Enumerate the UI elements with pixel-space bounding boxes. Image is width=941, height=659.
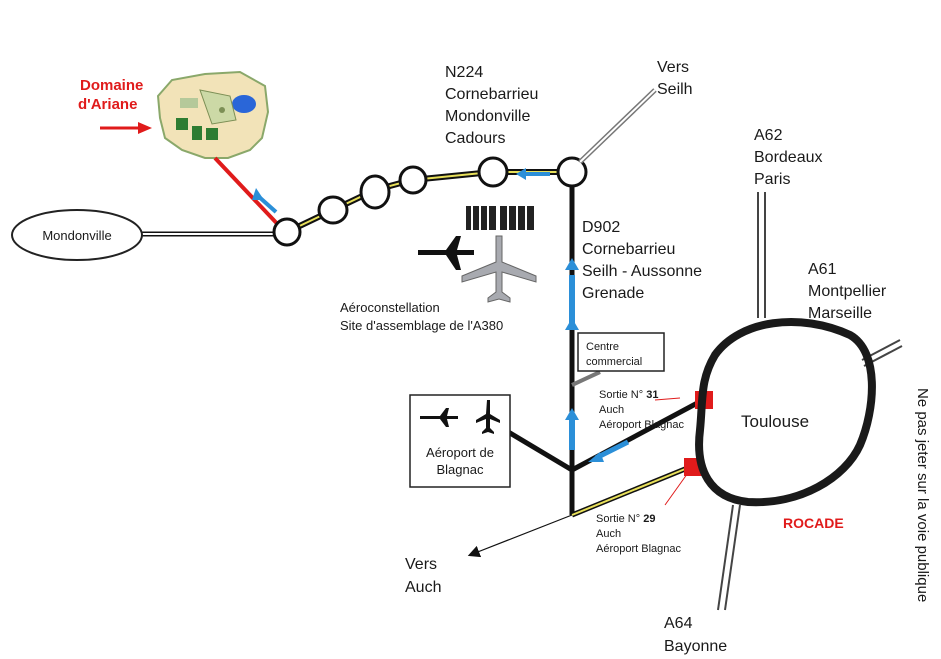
seilh-label: Vers Seilh [657,59,693,98]
domaine-plan [156,70,270,159]
a64-motorway [717,504,741,611]
n224-label: N224 Cornebarrieu Mondonville Cadours [445,64,538,147]
exit29-line2: Auch [596,528,621,540]
exit31-label: Sortie N° 31 Auch Aéroport Blagnac [599,389,684,431]
roundabout-4 [398,165,428,195]
a64-label: A64 Bayonne [664,615,727,655]
roundabout-5 [477,156,509,188]
route-arrow-3 [565,258,579,330]
exit31-line1: Sortie N° 31 [599,389,658,401]
exit29-line1: Sortie N° 29 [596,513,655,525]
exit31-pointer [654,397,681,401]
n224-line4: Cadours [445,130,505,147]
airport-road [503,427,574,473]
route-arrow-1 [252,188,278,214]
a62-label: A62 Bordeaux Paris [754,127,823,188]
destination-name-line1: Domaine [80,77,143,94]
exit29-prefix: Sortie N° [596,513,643,525]
exit29-line3: Aéroport Blagnac [596,543,681,555]
aeroconstellation-line1: Aéroconstellation [340,300,440,315]
mondonville-oval [11,209,143,261]
mondonville-label: Mondonville [42,228,111,243]
rocade-ring [695,317,876,507]
roundabout-2 [317,195,349,225]
exit31-line3: Aéroport Blagnac [599,419,684,431]
n224-line1: N224 [445,64,483,81]
exit29-label: Sortie N° 29 Auch Aéroport Blagnac [596,513,681,555]
centre-road [571,370,601,387]
seilh-line2: Seilh [657,81,693,98]
destination-name-line2: d'Ariane [78,96,137,113]
roundabout-1 [272,217,302,247]
a380-airplane-icon [461,235,537,303]
a61-line1: A61 [808,261,837,278]
exit31-prefix: Sortie N° [599,389,646,401]
a62-line2: Bordeaux [754,149,823,166]
exit29-number: 29 [643,513,655,525]
n224-line2: Cornebarrieu [445,86,538,103]
airplane-icon [420,408,458,427]
a62-line3: Paris [754,171,790,188]
centre-line2: commercial [586,356,642,368]
auch-label: Vers Auch [405,556,441,596]
airport-box [409,394,511,488]
d902-label: D902 Cornebarrieu Seilh - Aussonne Grena… [582,219,702,302]
d902-line2: Cornebarrieu [582,241,675,258]
route-arrow-4 [565,408,579,450]
centre-commercial-box [577,332,665,372]
seilh-line1: Vers [657,59,689,76]
destination-arrow [100,122,152,134]
a62-line1: A62 [754,127,783,144]
roundabout-3 [359,174,391,210]
a61-line2: Montpellier [808,283,887,300]
airport-line1: Aéroport de [426,445,494,460]
a64-line2: Bayonne [664,638,727,655]
a61-label: A61 Montpellier Marseille [808,261,887,322]
a64-line1: A64 [664,615,693,632]
auch-line2: Auch [405,579,441,596]
a380-hangar-icon [466,206,534,230]
exit31-number: 31 [646,389,658,401]
route-arrow-2 [516,168,550,180]
airplane-icon [418,236,474,270]
footer-note: Ne pas jeter sur la voie publique [914,388,931,602]
exit29-road [571,464,691,518]
auch-arrow [467,514,573,558]
auch-line1: Vers [405,556,437,573]
n224-line3: Mondonville [445,108,530,125]
d902-line1: D902 [582,219,620,236]
exit31-line2: Auch [599,404,624,416]
toulouse-label: Toulouse [741,412,809,431]
domaine-access-road [213,156,287,234]
exit29-pointer [664,469,691,506]
aeroconstellation-line2: Site d'assemblage de l'A380 [340,318,503,333]
d902-line3: Seilh - Aussonne [582,263,702,280]
d902-line4: Grenade [582,285,644,302]
route-arrow-5 [588,439,630,462]
a61-line3: Marseille [808,305,872,322]
airport-line2: Blagnac [437,462,484,477]
centre-line1: Centre [586,341,619,353]
rocade-label: ROCADE [783,515,844,531]
a62-motorway [757,192,766,318]
airplane-icon [476,400,500,434]
